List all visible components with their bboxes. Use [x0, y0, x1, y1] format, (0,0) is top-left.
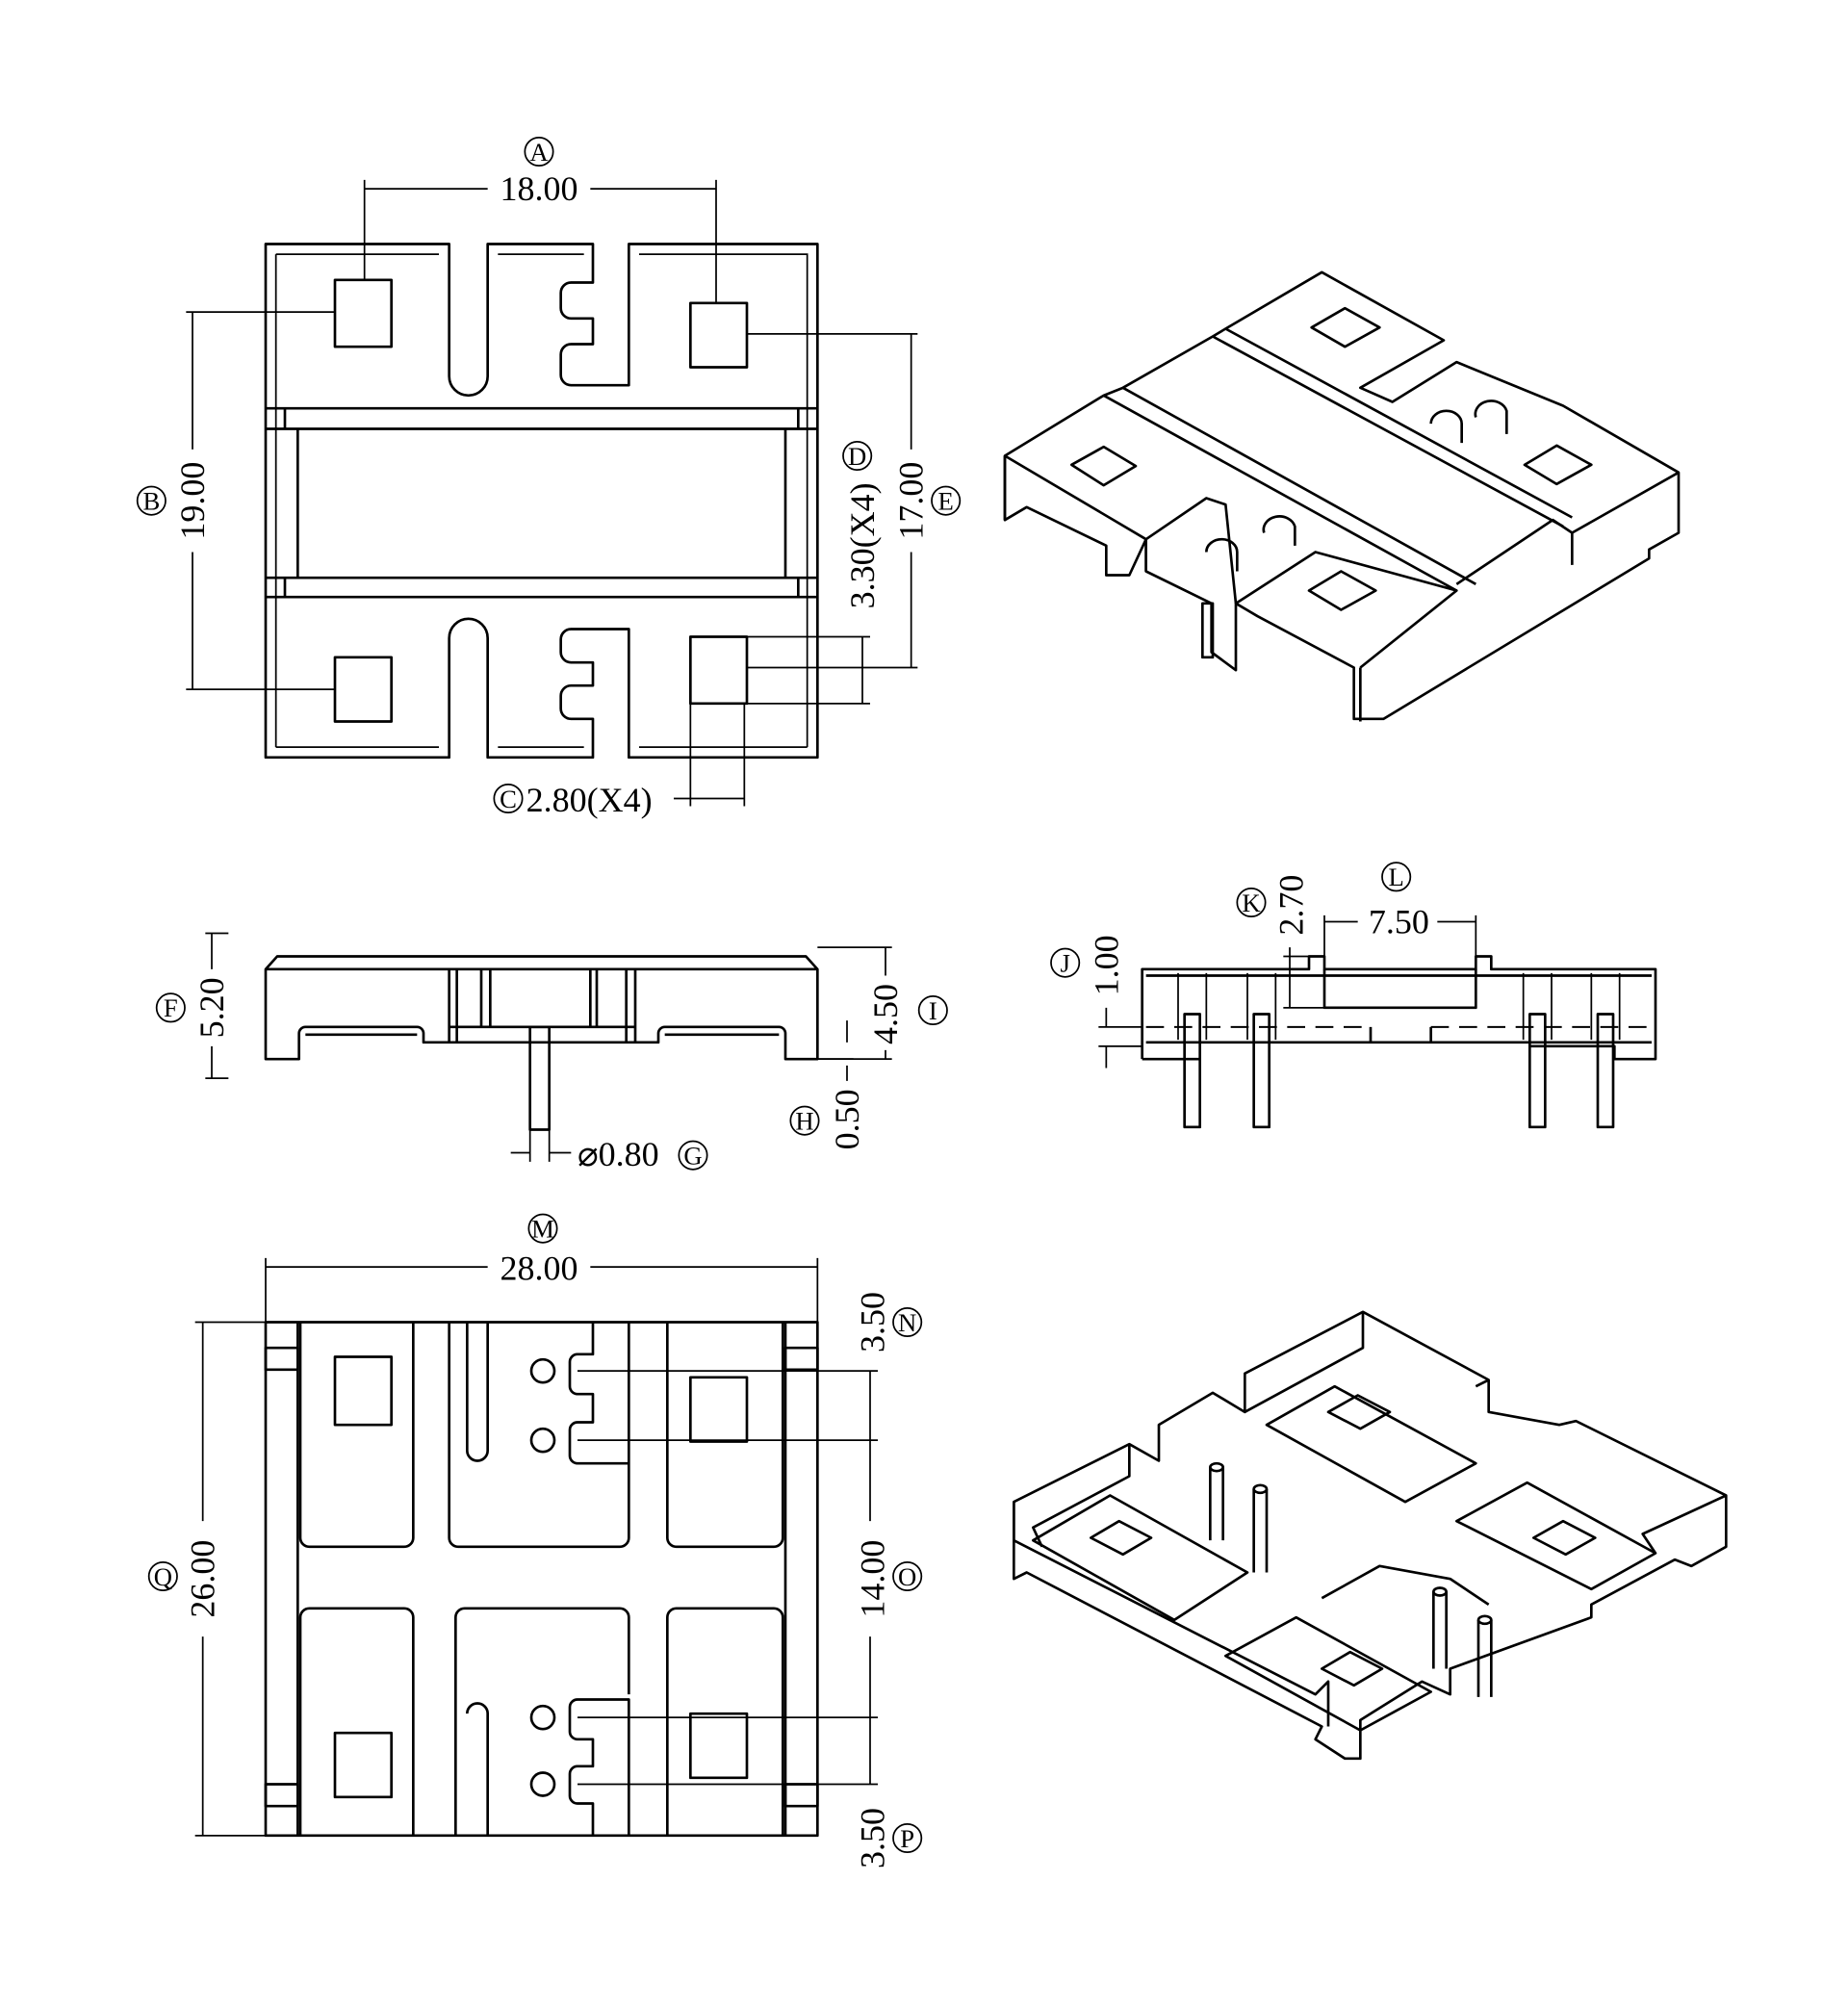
dim-E-label: E	[938, 487, 954, 516]
dim-I-label: I	[929, 996, 937, 1025]
front-view: 5.20 F 4.50 I 0.50 H ⌀0.80 G	[155, 932, 948, 1173]
isometric-top-view	[1003, 270, 1681, 722]
dim-B-value: 19.00	[173, 462, 212, 540]
dim-Q-label: Q	[154, 1562, 172, 1591]
bottom-view: 28.00 M 26.00 Q 3.50 N 14.00 O 3.50 P	[147, 1213, 923, 1868]
dim-L-value: 7.50	[1369, 903, 1429, 941]
dim-N-value: 3.50	[854, 1292, 892, 1352]
dim-G-value: ⌀0.80	[578, 1135, 659, 1173]
dim-K-label: K	[1242, 889, 1260, 917]
dim-K-value: 2.70	[1271, 875, 1310, 936]
dim-G-label: G	[683, 1142, 702, 1171]
dim-E-value: 17.00	[892, 462, 931, 540]
dim-D-value: 3.30(X4)	[843, 482, 882, 608]
dim-Q-value: 26.00	[184, 1540, 222, 1618]
dim-H-value: 0.50	[828, 1089, 866, 1149]
dim-J-label: J	[1060, 949, 1069, 978]
dim-A-label: A	[529, 138, 549, 167]
dim-L-label: L	[1389, 863, 1404, 891]
dim-C-label: C	[500, 785, 517, 813]
dim-P-label: P	[900, 1824, 914, 1853]
dim-F-label: F	[164, 993, 178, 1022]
dim-F-value: 5.20	[192, 977, 231, 1038]
dim-B-label: B	[142, 487, 160, 516]
dim-O-label: O	[898, 1562, 916, 1591]
dim-H-label: H	[795, 1107, 813, 1136]
dim-M-value: 28.00	[500, 1249, 578, 1288]
isometric-bottom-view	[1013, 1310, 1728, 1761]
side-view: 1.00 J 2.70 K 7.50 L	[1050, 862, 1657, 1129]
dim-M-label: M	[531, 1215, 554, 1244]
dim-P-value: 3.50	[854, 1808, 892, 1868]
dim-N-label: N	[898, 1308, 916, 1337]
dim-A-value: 18.00	[500, 169, 578, 208]
dim-D-label: D	[848, 442, 866, 471]
dim-I-value: 4.50	[866, 984, 905, 1044]
top-view: A 18.00 19.00 B 17.00 E 3.30(X4) D C 2.8…	[136, 136, 962, 819]
dim-O-value: 14.00	[854, 1540, 892, 1618]
dim-C-value: 2.80(X4)	[526, 781, 653, 819]
pins	[1209, 1461, 1493, 1697]
dim-J-value: 1.00	[1087, 935, 1125, 995]
